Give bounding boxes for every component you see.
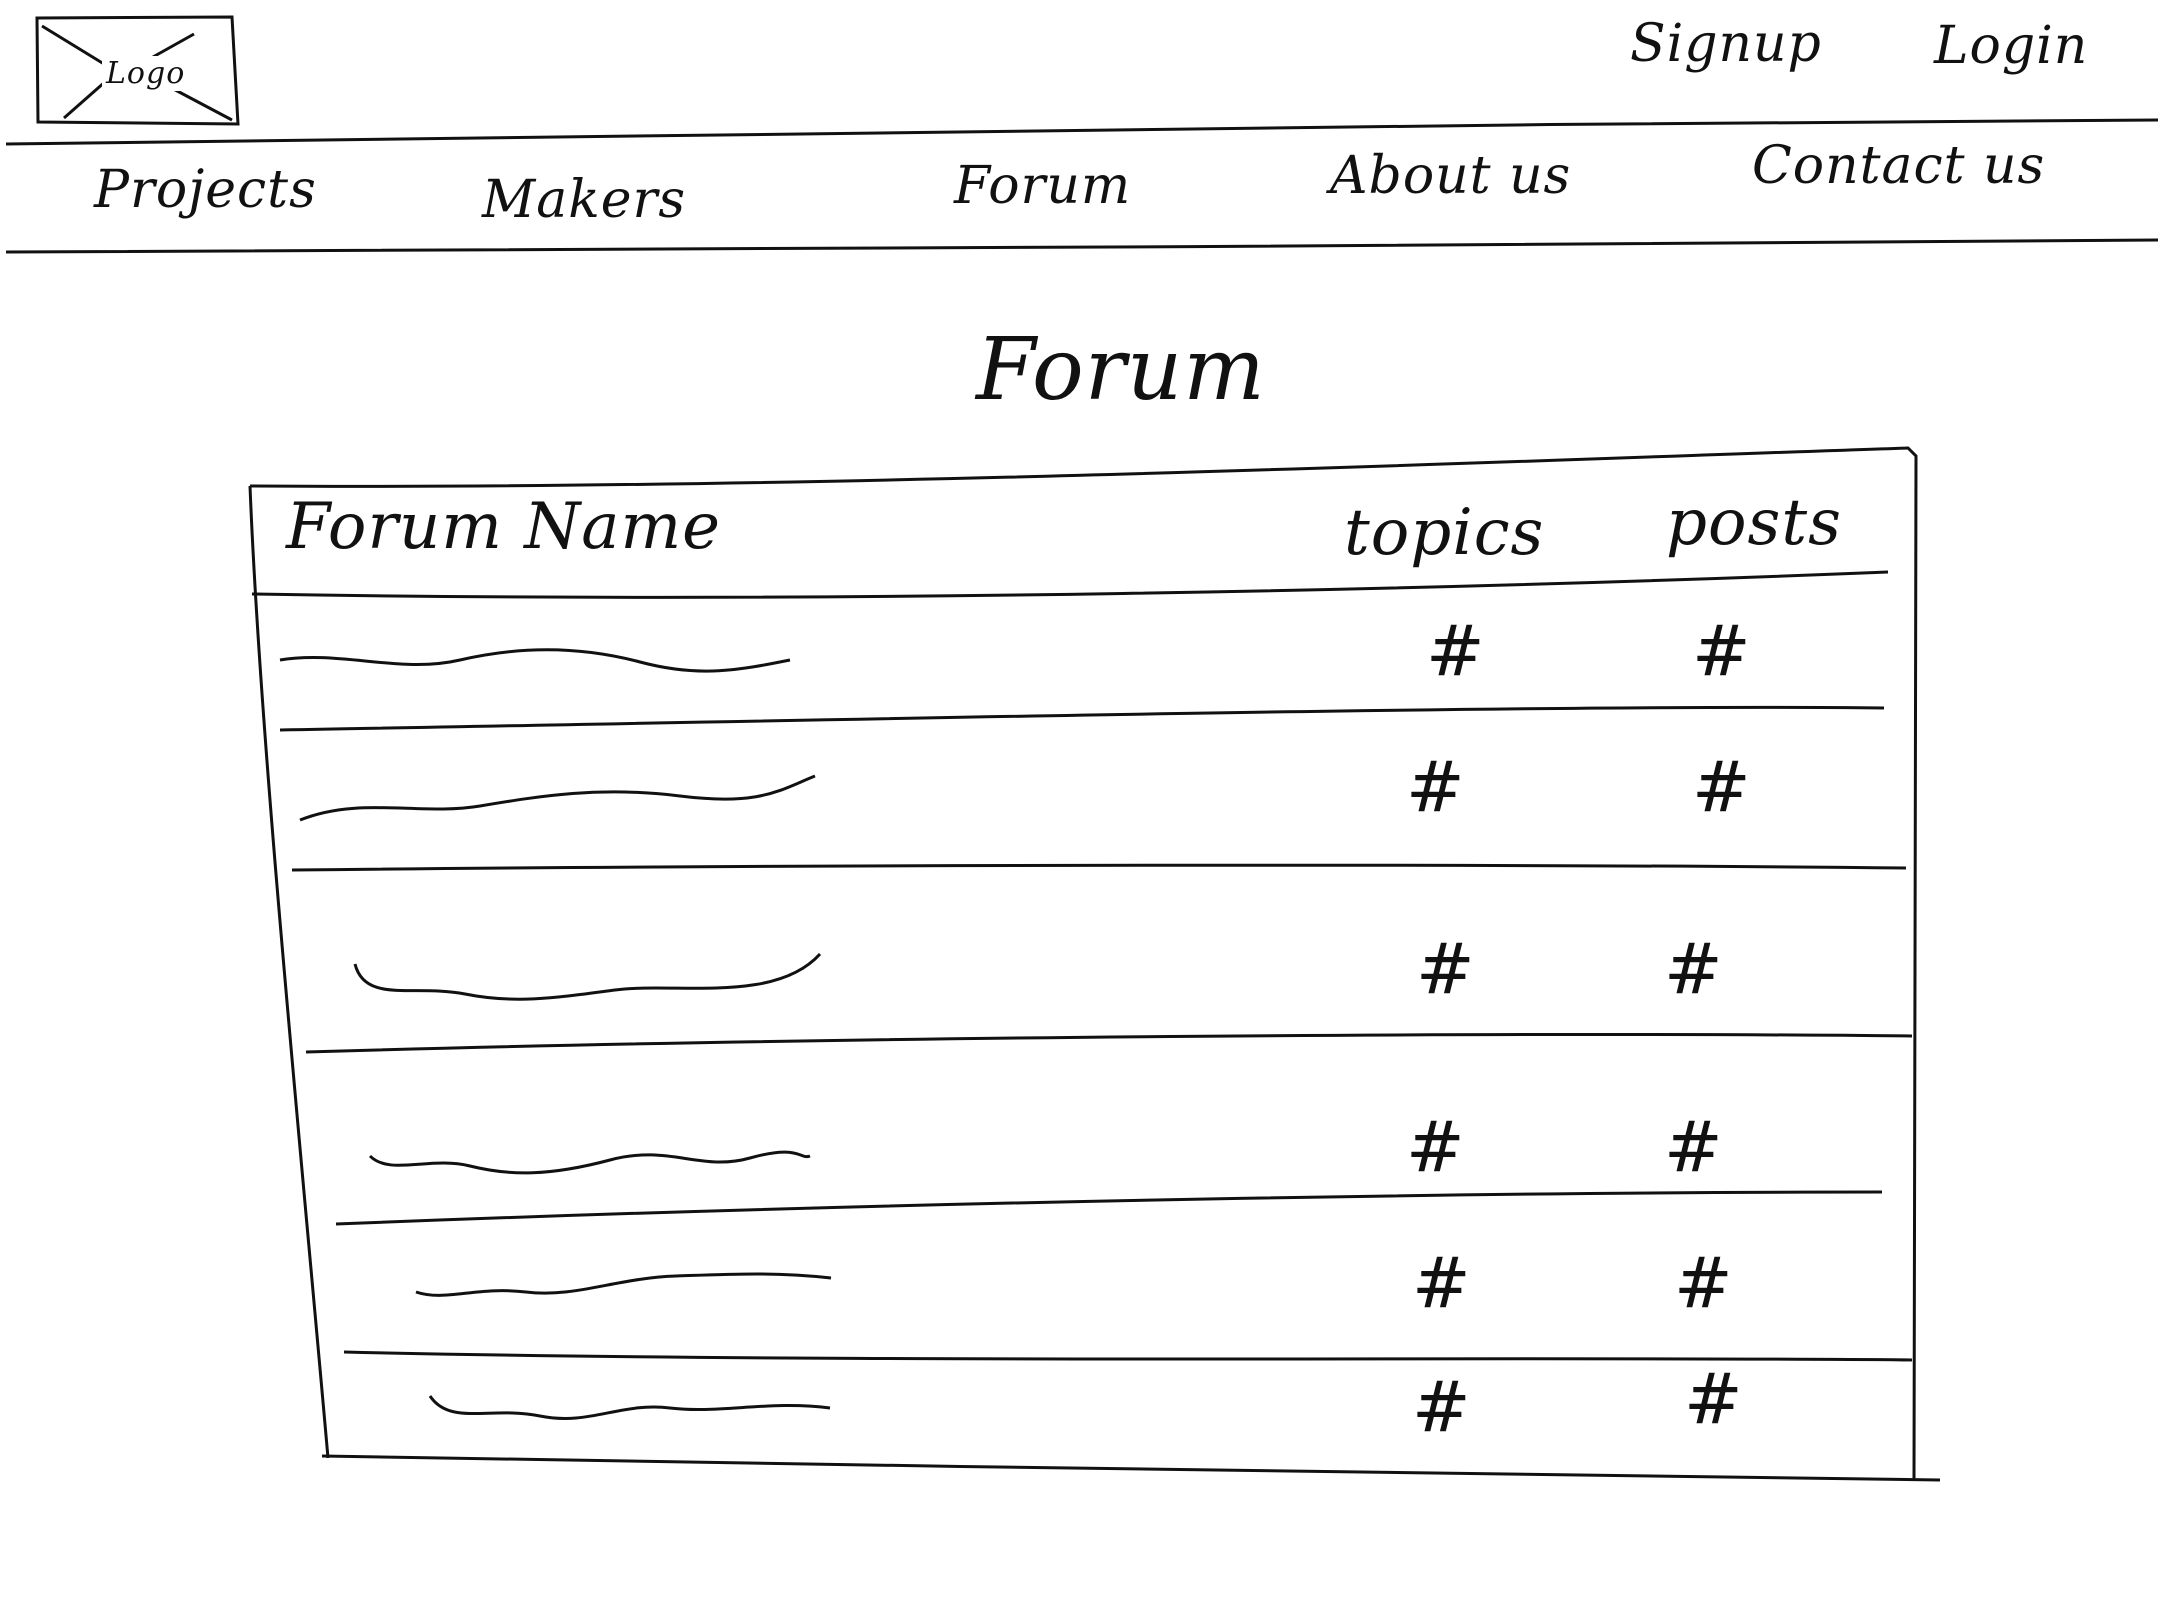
forum-name-placeholder[interactable] [368,1136,811,1196]
topics-count: # [1406,1106,1466,1188]
table-row[interactable]: # # [240,884,1960,1044]
posts-count: # [1684,1358,1744,1440]
column-header-posts[interactable]: posts [1666,486,1842,560]
column-header-forum-name[interactable]: Forum Name [286,490,721,564]
nav-item-projects[interactable]: Projects [94,160,317,220]
topics-count: # [1406,746,1466,828]
table-row[interactable]: # # [240,736,1960,866]
nav-divider-lines [0,0,2160,270]
posts-count: # [1692,746,1752,828]
topics-count: # [1416,928,1476,1010]
login-link[interactable]: Login [1934,16,2089,76]
posts-count: # [1664,928,1724,1010]
table-row[interactable]: # # [240,1066,1960,1216]
topics-count: # [1412,1242,1472,1324]
page-title: Forum [976,320,1266,420]
forum-name-placeholder[interactable] [299,774,816,836]
table-row[interactable]: # # [240,610,1960,720]
topics-count: # [1412,1366,1472,1448]
column-header-topics[interactable]: topics [1344,496,1545,570]
logo-placeholder[interactable]: Logo [34,14,240,128]
nav-item-makers[interactable]: Makers [482,170,687,230]
topics-count: # [1426,610,1486,692]
forum-name-placeholder[interactable] [353,952,822,1014]
posts-count: # [1674,1242,1734,1324]
table-row[interactable]: # # [240,1232,1960,1352]
forum-name-placeholder[interactable] [415,1262,832,1322]
nav-item-about-us[interactable]: About us [1330,146,1572,206]
posts-count: # [1692,610,1752,692]
table-row[interactable]: # # [240,1358,1960,1460]
nav-item-contact-us[interactable]: Contact us [1752,136,2046,196]
nav-item-forum[interactable]: Forum [954,156,1132,216]
posts-count: # [1664,1106,1724,1188]
forum-name-placeholder[interactable] [279,630,791,690]
signup-link[interactable]: Signup [1630,14,1822,74]
forum-name-placeholder[interactable] [428,1386,831,1446]
forum-table: Forum Name topics posts # # # # # # [240,440,1960,1500]
logo-text: Logo [102,56,190,91]
